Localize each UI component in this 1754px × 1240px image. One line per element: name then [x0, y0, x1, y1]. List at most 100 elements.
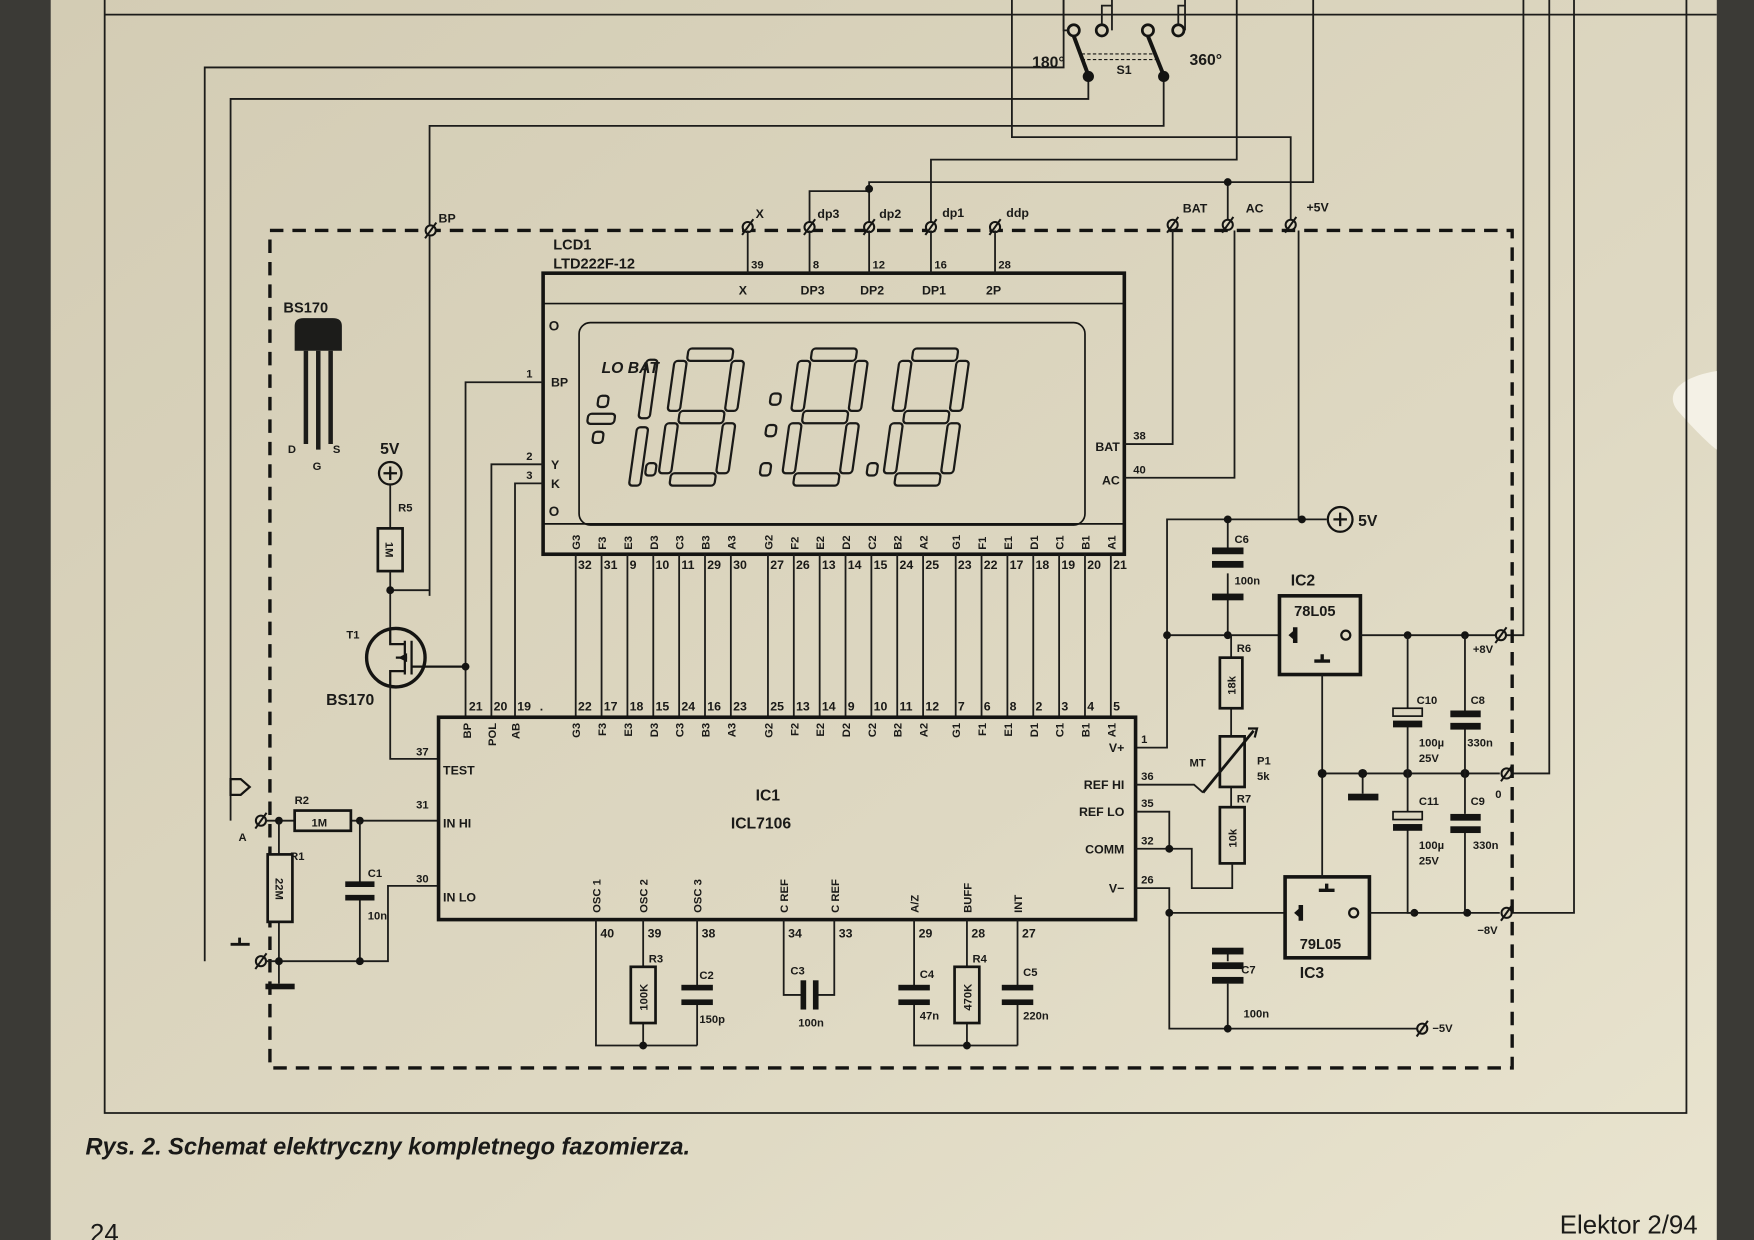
lcd-segment [790, 359, 812, 413]
ic1-pin-label: F2 [789, 723, 801, 736]
ic1-pin-label: C1 [1055, 723, 1067, 737]
c5-ref: C5 [1023, 967, 1037, 979]
ic1-pin-number: 39 [648, 927, 662, 941]
c3-ref: C3 [790, 966, 804, 978]
lcd-pin-number: 3 [526, 470, 532, 482]
ic1-pin-number: 15 [656, 699, 670, 713]
lcd-segment [596, 394, 610, 409]
ic1-pin-number: 13 [796, 699, 810, 713]
switch-s1[interactable]: 180° 360° S1 [1032, 0, 1223, 83]
lcd-pin-number: 38 [1133, 431, 1146, 443]
lcd-ref: LCD1 [553, 238, 591, 254]
ic1-pin-label: E1 [1003, 723, 1015, 737]
lcd-pin-number: 25 [925, 558, 939, 572]
lcd-pin-number: 20 [1087, 558, 1101, 572]
transistor-t1: T1 BS170 [326, 626, 466, 760]
switch-360-label: 360° [1190, 52, 1223, 69]
ic1-pin-label: A/Z [910, 895, 922, 913]
ic1-pin-label: IN LO [443, 891, 476, 905]
terminal-ac-label: AC [1246, 201, 1264, 215]
lcd-pin-number: 11 [681, 558, 694, 572]
lcd-segment [781, 422, 803, 475]
lcd-pin-number: 27 [770, 558, 784, 572]
terminal-a-label: A [238, 832, 246, 844]
c2-ref: C2 [699, 970, 713, 982]
c11-voltage: 25V [1419, 856, 1439, 868]
lcd-segment [865, 462, 879, 477]
pin-s-label: S [333, 444, 341, 456]
supply-5v-label: 5V [380, 441, 400, 458]
ic1-pin-label: REF LO [1079, 805, 1125, 819]
lcd-pin-label: D2 [841, 535, 853, 549]
lcd-segment [893, 472, 942, 487]
lcd-pin-number: 2 [526, 451, 532, 463]
ic1-pin-number: 14 [822, 699, 836, 713]
lcd-pin-number: 23 [958, 558, 972, 572]
ic1-pin-number: 33 [839, 927, 853, 941]
lcd-pin-number: 12 [873, 260, 886, 272]
lcd-segment [586, 412, 617, 425]
ic1-pin-number: 4 [1087, 699, 1094, 713]
potentiometer-p1[interactable] [1218, 735, 1246, 789]
c7-value: 100n [1243, 1008, 1269, 1020]
c11-ref: C11 [1419, 796, 1439, 808]
r2-ref: R2 [295, 795, 309, 807]
ic1-pin-number: 25 [770, 699, 784, 713]
lcd-pin-number: 10 [656, 558, 670, 572]
r4-ref: R4 [973, 953, 988, 965]
lcd-pin-label: C2 [867, 535, 879, 549]
lcd-pin-label: A3 [726, 535, 738, 549]
lcd-pin-label: A2 [919, 535, 931, 549]
lcd-pin-number: 28 [998, 260, 1011, 272]
ic1-pin-label: E2 [815, 723, 827, 737]
lcd-segment [764, 423, 778, 438]
ic1-pin-label: B2 [893, 723, 905, 737]
ic1-pin-label: G2 [763, 723, 775, 738]
ic1-pin-number: 35 [1141, 798, 1154, 810]
ic1-pin-label: D3 [649, 723, 661, 737]
supply-5v-left: 5V [377, 441, 403, 529]
c4-value: 47n [920, 1011, 939, 1023]
r3-ref: R3 [649, 953, 663, 965]
c10-voltage: 25V [1419, 753, 1439, 765]
ic1-pin-label: TEST [443, 764, 475, 778]
ic1-pin-number: 27 [1022, 927, 1036, 941]
ic1-pin-number: 38 [702, 927, 716, 941]
lcd-segment [677, 409, 726, 425]
lcd-segment [792, 472, 841, 487]
lcd-pin-number: 17 [1010, 558, 1024, 572]
lcd-pin-label: E1 [1003, 536, 1015, 550]
lcd-pin-label: D3 [649, 535, 661, 549]
ground-icon [230, 937, 250, 946]
c1-ref: C1 [368, 868, 382, 880]
page-tear [1672, 370, 1717, 450]
lcd-pin-label: F3 [597, 537, 609, 550]
junction-dot [865, 184, 874, 193]
lcd-pin-label: B1 [1080, 535, 1092, 549]
lcd-pin-number: 30 [733, 558, 747, 572]
ic1-pin-number: 8 [1010, 699, 1017, 713]
ic1-pin-number: 22 [578, 699, 592, 713]
r7-ref: R7 [1237, 794, 1251, 806]
lcd-pin-number: 1 [526, 369, 532, 381]
ic1-pin-label: OSC 3 [693, 879, 705, 913]
r6-value: 18k [1227, 675, 1239, 694]
ic1-pin-number: 5 [1113, 699, 1120, 713]
lcd-segment [658, 422, 679, 475]
ic1-pin-number: 10 [874, 699, 888, 713]
lcd-pin-label: X [739, 284, 748, 298]
r1-value: 22M [273, 878, 285, 900]
lcd-segment [809, 347, 858, 362]
lcd-mount-hole: O [549, 504, 560, 519]
lcd-pin-label: G3 [571, 535, 583, 550]
figure-caption: Rys. 2. Schemat elektryczny kompletnego … [86, 1135, 691, 1161]
terminal-plus8v-label: +8V [1473, 644, 1494, 656]
ic1-pin-label: OSC 2 [639, 879, 651, 913]
ic1-pin-label: COMM [1085, 842, 1124, 856]
top-terminals: BP X dp3 dp2 dp1 ddp BAT AC +5V [424, 200, 1330, 240]
c3-value: 100n [798, 1017, 824, 1029]
ic1-pin-label: C3 [675, 723, 687, 737]
r5-ref: R5 [398, 503, 412, 515]
ic1-pin-label: BUFF [962, 883, 974, 913]
